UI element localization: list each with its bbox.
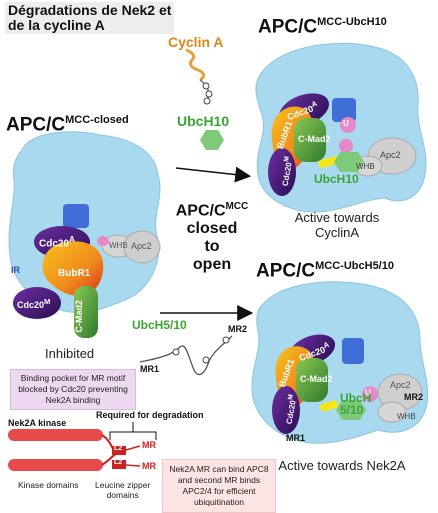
header-ubch510: APC/CMCC-UbcH5/10 (256, 260, 394, 282)
ub-label-2: U (365, 388, 371, 397)
nek2a-substrate-line (139, 335, 233, 376)
l2-label-1: L2 (114, 445, 123, 452)
cdc20a-label-closed: Cdc20A (39, 234, 76, 250)
l2-box-2 (112, 460, 126, 469)
cmad2-label-ubch510: C-Mad2 (300, 374, 333, 384)
complex-ubch510 (251, 281, 429, 444)
pink-bit-closed (97, 236, 109, 246)
cmad2-closed (74, 286, 98, 338)
kinase-domains-label: Kinase domains (18, 480, 79, 490)
inhibited-caption: Inhibited (45, 346, 95, 361)
apc2-label-closed: Apc2 (131, 241, 152, 251)
ubch10-bound-hex (334, 152, 364, 172)
figure-title: Dégradations de Nek2 et de la cycline A (5, 2, 175, 34)
l2-box-1 (112, 446, 126, 455)
ubch510-label: UbcH5/10 (132, 318, 187, 332)
apc2-label-ubch510: Apc2 (390, 380, 411, 390)
ubch510-bound-label: UbcH 5/10 (340, 391, 372, 417)
cmad2-label-closed: C-Mad2 (74, 300, 84, 333)
pink-ub-2 (339, 139, 353, 153)
cyclin-a-molecule (185, 48, 213, 105)
title-line-1: Dégradations de Nek2 et (8, 2, 172, 18)
mr1-label-substrate: MR1 (140, 364, 160, 374)
title-line-2: de la cycline A (8, 17, 105, 33)
ubch10-bound-label: UbcH10 (314, 172, 359, 186)
blue-square-ubch10 (332, 98, 356, 122)
yellow-linker-ubch10 (318, 155, 340, 169)
nek2a-bar-2 (8, 459, 103, 471)
blue-square-closed (63, 204, 89, 228)
pink-ub-1 (340, 117, 356, 133)
nek2a-kinase-label: Nek2A kinase (8, 418, 67, 428)
required-label: Required for degradation (96, 410, 204, 420)
mr-label-2: MR (142, 461, 156, 471)
mr1-label-complex: MR1 (286, 433, 306, 443)
cdc20m-ubch510 (272, 386, 300, 434)
cyclin-a-label: Cyclin A (168, 34, 224, 50)
arrow-to-ubch10 (175, 166, 252, 183)
whb-label-ubch10: WHB (356, 162, 375, 171)
yellow-linker-ubch510 (319, 400, 339, 412)
cdc20m-ubch10 (268, 148, 296, 196)
leucine-zipper-label: Leucine zipper domains (95, 480, 151, 500)
pink-ub-3 (362, 386, 378, 402)
header-ubch10: APC/CMCC-UbcH10 (258, 16, 387, 38)
complex-ubch10 (255, 42, 427, 213)
cmad2-ubch10 (294, 118, 326, 162)
complex-closed (8, 131, 161, 338)
apc2-domain-closed (123, 230, 161, 264)
cdc20m-label-closed: Cdc20M (17, 297, 51, 310)
binding-pocket-note: Binding pocket for MR motif blocked by C… (10, 369, 136, 410)
mr2-label-complex: MR2 (404, 392, 424, 402)
transition-text: APC/CMCC closed to open (175, 201, 249, 274)
header-closed: APC/CMCC-closed (6, 114, 129, 136)
blue-square-ubch510 (342, 338, 364, 364)
mr2-label-substrate: MR2 (228, 324, 248, 334)
cdc20m-closed (13, 287, 61, 319)
whb-label-ubch510: WHB (397, 412, 416, 421)
ubch510-bound-hex (336, 400, 366, 420)
ir-label: IR (11, 265, 20, 275)
active-cyclina-caption: Active towards CyclinA (294, 210, 380, 240)
cyclin-a-helix (185, 48, 206, 82)
mr-label-1: MR (142, 440, 156, 450)
ub-label-1: U (343, 119, 349, 128)
whb-label-closed: WHB (109, 241, 128, 250)
active-nek2a-caption: Active towards Nek2A (278, 458, 406, 473)
ubch10-label: UbcH10 (177, 113, 230, 129)
ubch10-hex (200, 130, 224, 150)
bubr1-closed (42, 241, 104, 296)
required-bracket (109, 431, 157, 440)
whb-domain-ubch510 (377, 401, 407, 423)
cmad2-label-ubch10: C-Mad2 (298, 134, 331, 144)
apc2-label-ubch10: Apc2 (380, 150, 401, 160)
nek2a-mr-note: Nek2A MR can bind APC8 and second MR bin… (162, 459, 276, 513)
nek2a-bar-1 (8, 429, 103, 441)
cmad2-ubch510 (296, 358, 328, 402)
l2-label-2: L2 (114, 459, 123, 466)
nek2a-schematic (8, 422, 157, 471)
bubr1-label-closed: BubR1 (58, 268, 91, 279)
